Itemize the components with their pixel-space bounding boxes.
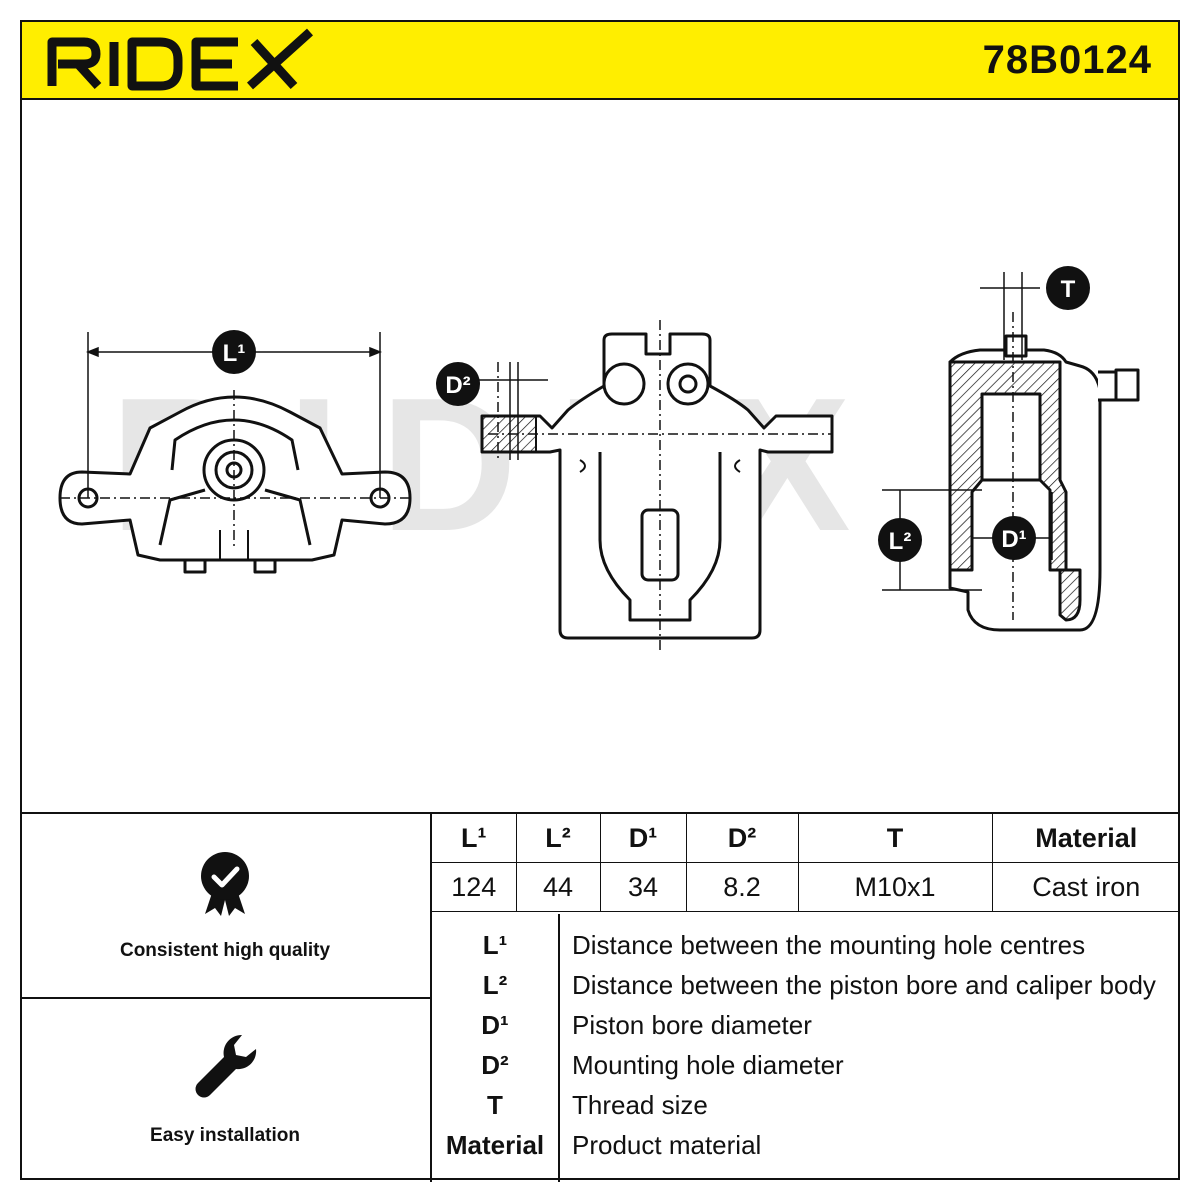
legend-key: D¹: [481, 1010, 509, 1040]
ridex-logo: [47, 28, 314, 91]
legend-desc: Distance between the mounting hole centr…: [572, 930, 1086, 960]
part-number: 78B0124: [982, 38, 1152, 82]
legend-desc: Distance between the piston bore and cal…: [572, 970, 1156, 1000]
feature-installation-label: Easy installation: [150, 1125, 300, 1146]
specification-section: Consistent high quality Easy installatio…: [20, 812, 1180, 1182]
legend-desc: Piston bore diameter: [572, 1010, 812, 1040]
t-label: T: [1061, 276, 1076, 303]
l2-marker: [878, 518, 922, 562]
spec-value: 8.2: [685, 862, 799, 912]
legend-row: Material Product material: [432, 1130, 1180, 1170]
feature-divider: [20, 997, 430, 999]
legend-key: Material: [445, 1130, 545, 1160]
section-divider: [430, 814, 432, 1182]
caliper-view-section: [948, 334, 1140, 632]
spec-header: D²: [685, 814, 799, 863]
caliper-diagram: RIDEX L¹: [58, 266, 1140, 652]
spec-header: T: [797, 814, 993, 863]
feature-quality-label: Consistent high quality: [119, 940, 331, 961]
quality-badge-icon: [201, 852, 249, 916]
spec-value: Cast iron: [991, 862, 1180, 912]
feature-installation: Easy installation: [20, 999, 430, 1182]
spec-header: D¹: [599, 814, 687, 863]
dimension-t: [980, 272, 1040, 620]
legend-key: L²: [482, 970, 508, 1000]
legend-row: D¹ Piston bore diameter: [432, 1010, 1180, 1050]
legend-row: T Thread size: [432, 1090, 1180, 1130]
legend-row: L¹ Distance between the mounting hole ce…: [432, 930, 1180, 970]
spec-value: 124: [432, 862, 517, 912]
legend-divider: [558, 914, 560, 1182]
legend-desc: Thread size: [572, 1090, 708, 1120]
d1-marker: [992, 516, 1036, 560]
legend-row: D² Mounting hole diameter: [432, 1050, 1180, 1090]
legend-key: T: [487, 1090, 503, 1120]
d2-label: D²: [445, 372, 470, 399]
spec-value-row: 124 44 34 8.2 M10x1 Cast iron: [432, 862, 1180, 912]
legend: L¹ Distance between the mounting hole ce…: [432, 914, 1180, 1182]
wrench-icon: [195, 1034, 257, 1098]
spec-value: 34: [599, 862, 687, 912]
legend-key: L¹: [482, 930, 508, 960]
spec-header-row: L¹ L² D¹ D² T Material: [432, 814, 1180, 863]
d2-marker: [436, 362, 480, 406]
technical-drawing: RIDEX L¹: [20, 100, 1180, 812]
caliper-view-back: [480, 332, 834, 640]
spec-value: 44: [515, 862, 601, 912]
legend-key: D²: [481, 1050, 509, 1080]
header-bar: 78B0124: [20, 20, 1180, 100]
dimension-d2: [478, 320, 832, 652]
l1-marker: [212, 330, 256, 374]
t-marker: [1046, 266, 1090, 310]
feature-quality: Consistent high quality: [20, 814, 430, 997]
spec-header: L¹: [432, 814, 517, 863]
l2-label: L²: [889, 528, 912, 555]
legend-desc: Mounting hole diameter: [572, 1050, 844, 1080]
d1-label: D¹: [1001, 526, 1026, 553]
spec-value: M10x1: [797, 862, 993, 912]
spec-header: L²: [515, 814, 601, 863]
spec-table: L¹ L² D¹ D² T Material 124 44 34 8.2 M10…: [432, 814, 1180, 912]
legend-row: L² Distance between the piston bore and …: [432, 970, 1180, 1010]
legend-desc: Product material: [572, 1130, 762, 1160]
l1-label: L¹: [223, 340, 246, 367]
spec-header: Material: [991, 814, 1180, 863]
